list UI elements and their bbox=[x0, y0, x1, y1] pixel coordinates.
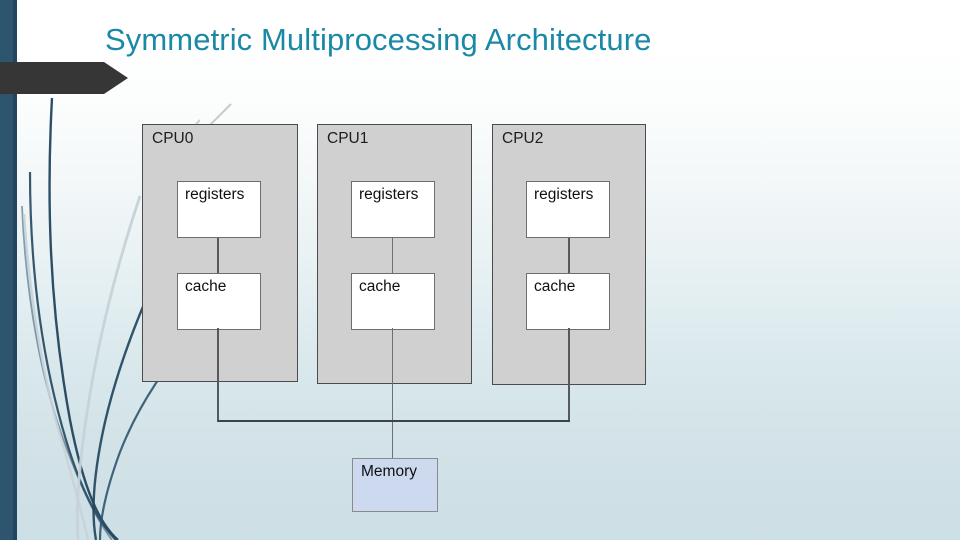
cpu-label-0: CPU0 bbox=[152, 130, 194, 147]
cpu1-registers-label: registers bbox=[359, 186, 419, 203]
system-bus-line bbox=[218, 420, 570, 422]
cpu0-cache-label: cache bbox=[185, 278, 227, 295]
cpu2-cache-label: cache bbox=[534, 278, 576, 295]
cpu0-bus-drop bbox=[217, 328, 219, 422]
cpu2-registers-cache-connector bbox=[568, 232, 570, 278]
cpu-label-2: CPU2 bbox=[502, 130, 544, 147]
cpu2-registers-label: registers bbox=[534, 186, 594, 203]
cpu-label-1: CPU1 bbox=[327, 130, 369, 147]
cpu2-registers-box: registers bbox=[526, 181, 610, 238]
cpu2-bus-drop bbox=[568, 328, 570, 422]
cpu0-registers-label: registers bbox=[185, 186, 245, 203]
memory-label: Memory bbox=[361, 463, 417, 480]
cpu0-registers-cache-connector bbox=[217, 232, 219, 278]
cpu1-cache-box: cache bbox=[351, 273, 435, 330]
cpu0-registers-box: registers bbox=[177, 181, 261, 238]
banner-arrow-shape bbox=[0, 62, 128, 94]
left-accent-stripe bbox=[13, 0, 17, 540]
cpu2-cache-box: cache bbox=[526, 273, 610, 330]
cpu1-registers-box: registers bbox=[351, 181, 435, 238]
left-accent-bar bbox=[0, 0, 13, 540]
memory-box: Memory bbox=[352, 458, 438, 512]
cpu1-cache-label: cache bbox=[359, 278, 401, 295]
cpu1-memory-connector bbox=[392, 328, 393, 460]
cpu1-registers-cache-connector bbox=[392, 232, 393, 278]
cpu0-cache-box: cache bbox=[177, 273, 261, 330]
page-title: Symmetric Multiprocessing Architecture bbox=[105, 22, 652, 57]
cpu-box-1: CPU1 bbox=[317, 124, 472, 384]
cpu-box-0: CPU0 bbox=[142, 124, 298, 382]
